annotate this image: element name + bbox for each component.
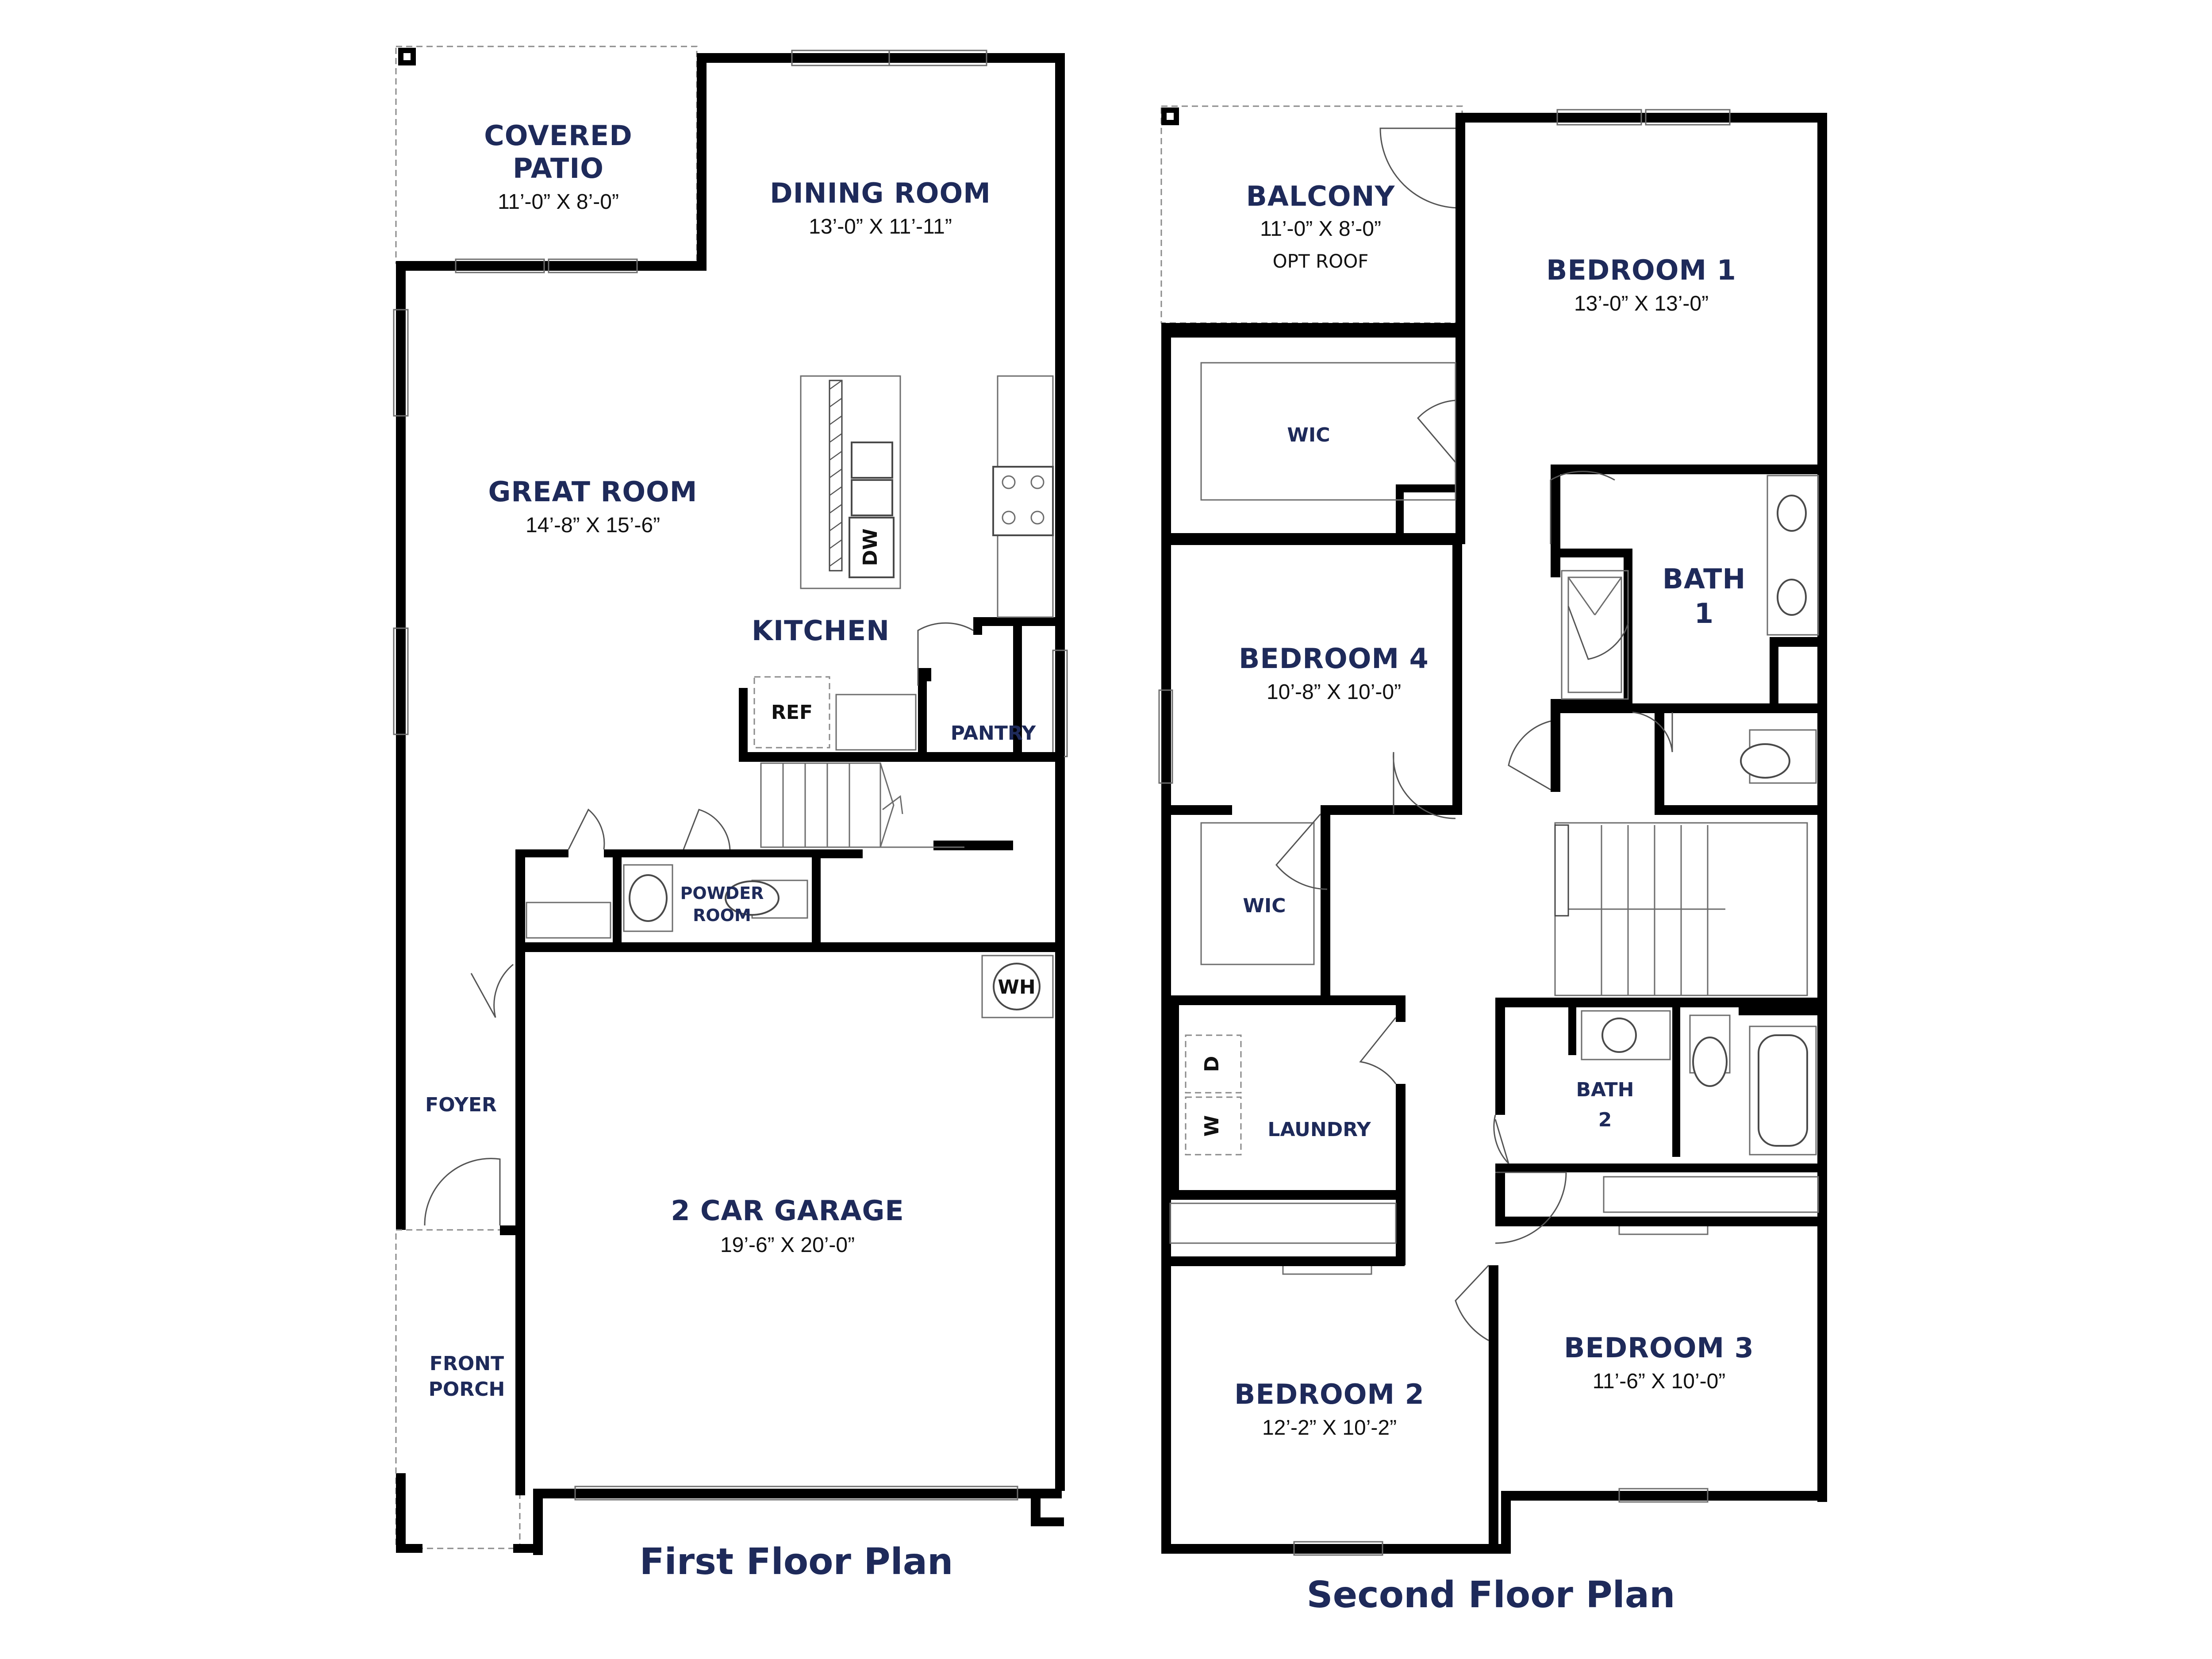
sink-icon xyxy=(629,874,668,922)
washer-label: W xyxy=(1201,1115,1223,1137)
dining-room-dims: 13’-0” X 11’-11” xyxy=(809,215,952,238)
bedroom-3-label: BEDROOM 3 xyxy=(1564,1332,1754,1364)
second-floor-title: Second Floor Plan xyxy=(1307,1574,1675,1616)
second-floor-interior-walls xyxy=(1161,323,1827,1553)
front-porch-outline xyxy=(395,1229,540,1553)
first-floor-exterior-walls xyxy=(396,53,1065,1555)
sink-icon xyxy=(1777,579,1807,616)
covered-patio-dims: 11’-0” X 8’-0” xyxy=(498,190,619,214)
sink-icon xyxy=(1601,1018,1637,1053)
bedroom-1-label: BEDROOM 1 xyxy=(1546,254,1736,286)
bedroom-3-dims: 11’-6” X 10’-0” xyxy=(1593,1370,1726,1393)
bath-1-label-1: BATH xyxy=(1663,563,1746,595)
balcony-label: BALCONY xyxy=(1246,180,1395,212)
water-heater-label: WH xyxy=(998,976,1035,998)
toilet-icon xyxy=(1692,1037,1728,1087)
bedroom-4-dims: 10’-8” X 10’-0” xyxy=(1267,680,1401,704)
refrigerator-icon xyxy=(753,676,830,749)
balcony-outline xyxy=(1160,105,1463,324)
first-floor-labels: COVERED PATIO 11’-0” X 8’-0” DINING ROOM… xyxy=(425,119,1036,1583)
first-floor-title: First Floor Plan xyxy=(640,1541,953,1583)
toilet-icon xyxy=(725,880,780,916)
great-room-dims: 14’-8” X 15’-6” xyxy=(526,514,660,537)
first-floor-windows xyxy=(393,50,1068,1501)
laundry-label: LAUNDRY xyxy=(1267,1118,1371,1141)
laundry-fixtures xyxy=(1185,1034,1242,1156)
bedroom-2-label: BEDROOM 2 xyxy=(1234,1378,1425,1410)
balcony-dims: 11’-0” X 8’-0” xyxy=(1260,217,1381,241)
dryer-icon xyxy=(1185,1034,1242,1094)
garage-dims: 19’-6” X 20’-0” xyxy=(720,1233,855,1257)
powder-room-label-1: POWDER xyxy=(680,883,764,903)
bath-1-fixtures xyxy=(1561,475,1819,784)
bedroom-2-dims: 12’-2” X 10’-2” xyxy=(1262,1416,1397,1440)
water-heater-icon xyxy=(981,955,1054,1018)
dishwasher-label: DW xyxy=(859,528,882,566)
second-floor-labels: BALCONY 11’-0” X 8’-0” OPT ROOF BEDROOM … xyxy=(1201,180,1754,1616)
first-floor-plan xyxy=(393,46,1068,1555)
kitchen-label: KITCHEN xyxy=(752,614,890,647)
front-porch-label-1: FRONT xyxy=(430,1352,504,1375)
bedroom-4-label: BEDROOM 4 xyxy=(1239,642,1429,675)
wic-2-label: WIC xyxy=(1243,895,1286,917)
washer-icon xyxy=(1185,1096,1242,1156)
second-floor-stairs xyxy=(1554,822,1808,996)
range-icon xyxy=(992,466,1054,536)
dishwasher-icon xyxy=(849,517,895,578)
dining-room-label: DINING ROOM xyxy=(770,177,991,209)
sink-icon xyxy=(1777,495,1807,532)
second-floor-doors xyxy=(1275,399,1673,1341)
first-floor-interior-walls xyxy=(500,617,1064,1495)
foyer-label: FOYER xyxy=(425,1094,497,1116)
second-floor-exterior-walls xyxy=(1161,113,1827,1554)
bath-2-fixtures xyxy=(1581,1010,1817,1156)
powder-room-fixtures xyxy=(526,864,808,939)
balcony-note: OPT ROOF xyxy=(1273,250,1369,272)
bedroom-1-dims: 13’-0” X 13’-0” xyxy=(1574,292,1709,315)
bath-1-label-2: 1 xyxy=(1694,597,1714,630)
covered-patio-label-1: COVERED xyxy=(484,119,632,152)
kitchen-island xyxy=(800,375,901,589)
closet-shelves xyxy=(1169,362,1819,1244)
pantry-label: PANTRY xyxy=(951,722,1037,745)
bath-2-label-2: 2 xyxy=(1598,1109,1612,1131)
covered-patio-label-2: PATIO xyxy=(513,152,604,184)
first-floor-stairs xyxy=(760,762,964,848)
wic-1-label: WIC xyxy=(1287,424,1330,446)
tub-icon xyxy=(1758,1034,1808,1147)
second-floor-plan xyxy=(1158,105,1827,1556)
garage-label: 2 CAR GARAGE xyxy=(671,1194,904,1227)
kitchen-counter xyxy=(753,375,1054,1018)
front-porch-label-2: PORCH xyxy=(429,1378,505,1401)
powder-room-label-2: ROOM xyxy=(693,906,751,925)
dryer-label: D xyxy=(1201,1056,1223,1072)
bath-2-label-1: BATH xyxy=(1576,1079,1634,1101)
first-floor-doors xyxy=(424,622,974,1226)
great-room-label: GREAT ROOM xyxy=(488,476,698,508)
toilet-icon xyxy=(1740,743,1790,779)
refrigerator-label: REF xyxy=(771,701,813,724)
